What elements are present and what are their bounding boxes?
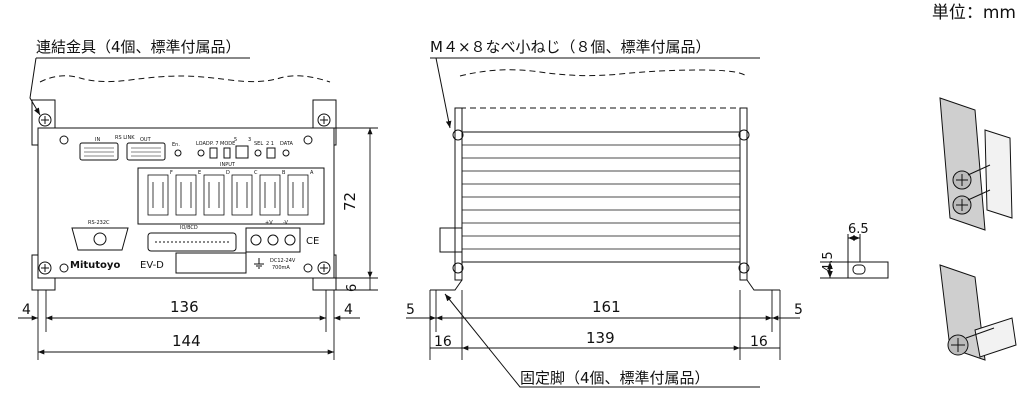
front-panel-texts: RS LINK IN OUT En. LOAD P. 7 MODE 5 3 SE…	[70, 135, 314, 271]
dc-label: DC12-24V	[270, 258, 296, 264]
iobcd-connector	[147, 232, 237, 252]
bracket-3d-bottom	[939, 264, 1017, 361]
screw-icon	[317, 261, 331, 275]
foot-slot-part	[847, 261, 889, 279]
screw-icon	[317, 113, 331, 127]
p7-label: P. 7	[210, 141, 219, 147]
rs232c-connector	[71, 227, 129, 251]
dim-front-inner: 136	[170, 298, 199, 316]
model-label: EV-D	[140, 260, 164, 271]
mode-switch	[223, 147, 231, 159]
num5-label: 5	[234, 137, 237, 143]
sel-led	[254, 149, 262, 157]
num21-label: 2 1	[266, 141, 274, 147]
dim-front-side-left: 4	[22, 302, 31, 318]
dim-slot-width: 6.5	[848, 222, 869, 237]
en-label: En.	[172, 142, 180, 148]
rs-link-out-connector	[126, 142, 166, 161]
callout-foot-leader	[444, 293, 760, 388]
dim-front-side-right: 4	[344, 302, 353, 318]
callout-bracket-leader	[29, 57, 250, 115]
front-view: CE	[31, 75, 337, 291]
slot-detail	[820, 234, 889, 279]
bracket-3d-top	[939, 97, 1013, 231]
callout-foot: 固定脚（4個、標準付属品）	[520, 369, 710, 387]
ch-a-label: A	[310, 170, 314, 176]
side-foot-right	[746, 279, 780, 291]
data-label: DATA	[280, 141, 293, 147]
in-label: IN	[95, 137, 100, 143]
side-view	[430, 69, 780, 291]
iobcd-label: IO/BCD	[180, 225, 198, 231]
num21-switch	[266, 147, 276, 159]
brand-logo: Mitutoyo	[70, 260, 120, 271]
ch-e-label: E	[198, 170, 201, 176]
callout-bracket: 連結金具（4個、標準付属品）	[36, 38, 241, 56]
dim-side-gap-left: 5	[406, 302, 415, 318]
front-wavy-line	[39, 75, 331, 83]
unit-label: 単位：mm	[932, 3, 1016, 23]
screw-icon	[38, 261, 52, 275]
side-bracket-right	[739, 107, 748, 281]
ch-f-label: F	[170, 170, 173, 176]
power-terminal-block	[245, 227, 301, 253]
dim-front-height: 72	[341, 192, 359, 211]
ch-c-label: C	[254, 170, 258, 176]
front-dimensions	[18, 127, 378, 360]
rs-link-in-connector	[79, 142, 119, 161]
dim-slot-height: 4.5	[821, 251, 836, 272]
side-dimensions	[406, 290, 800, 360]
rs232c-label: RS-232C	[88, 220, 110, 226]
rating-plate	[175, 252, 247, 274]
callout-screw-leader	[430, 57, 760, 128]
dim-side-gap-right: 5	[794, 302, 803, 318]
load-led	[197, 149, 205, 157]
ch-b-label: B	[282, 170, 286, 176]
front-panel-body	[37, 127, 335, 279]
sel-switch	[235, 145, 249, 159]
dim-side-inner: 161	[592, 298, 621, 316]
plus-v-label: +V	[265, 220, 273, 226]
data-led	[282, 149, 290, 157]
out-label: OUT	[140, 137, 152, 143]
ground-icon	[254, 258, 264, 269]
sel-label: SEL	[254, 141, 263, 147]
input-frame	[137, 167, 325, 225]
dim-side-foot-left: 16	[434, 334, 452, 350]
en-led	[174, 149, 182, 157]
side-bracket-left	[454, 107, 463, 281]
side-connector	[439, 227, 463, 253]
callout-screw: M４×８なべ小ねじ（８個、標準付属品）	[430, 38, 711, 56]
minus-v-label: -V	[283, 220, 289, 226]
side-foot-left	[430, 279, 463, 291]
ma-label: 700mA	[272, 265, 290, 271]
dim-front-gap: 6	[345, 284, 360, 292]
input-label: INPUT	[220, 162, 236, 168]
num3-label: 3	[248, 137, 251, 143]
ce-mark: CE	[306, 236, 319, 247]
mode-label: MODE	[220, 141, 235, 147]
load-label: LOAD	[196, 141, 210, 147]
input-connectors	[147, 174, 309, 216]
side-wavy-line	[459, 69, 747, 77]
dim-front-outer: 144	[172, 332, 201, 350]
dim-side-outer: 139	[586, 329, 615, 347]
ch-d-label: D	[226, 170, 230, 176]
rs-link-label: RS LINK	[115, 135, 135, 141]
dim-side-foot-right: 16	[750, 334, 768, 350]
p7-switch	[209, 147, 218, 159]
